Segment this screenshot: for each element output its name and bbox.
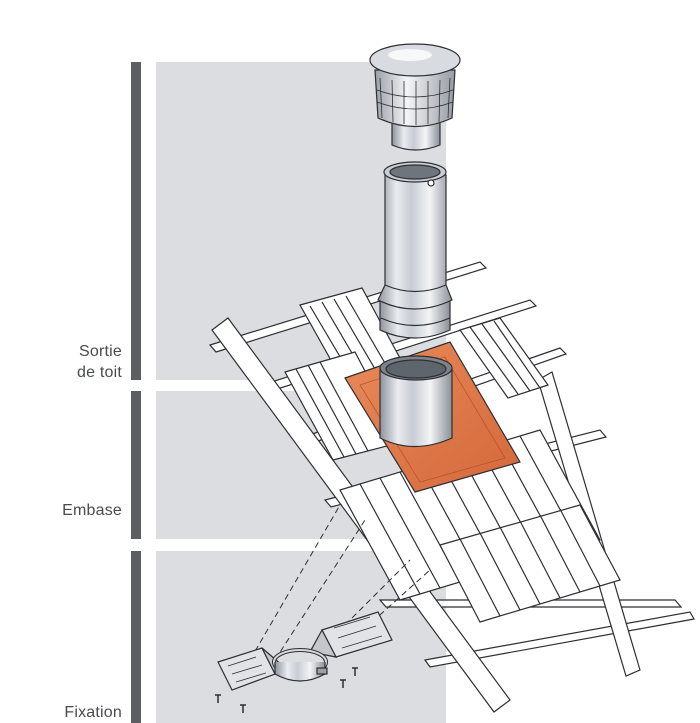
label-fixing: Fixation (64, 704, 122, 721)
label-roof-exit: Sortie de toit (0, 341, 122, 383)
chimney-pipe (377, 161, 453, 339)
rain-cap (369, 43, 461, 151)
label-roof-exit-line1: Sortie (79, 343, 122, 360)
assembly-guide-lines (249, 504, 431, 661)
label-base: Embase (62, 502, 122, 519)
section-bar-base (131, 391, 141, 539)
fixing-bracket (215, 611, 393, 713)
label-roof-exit-line2: de toit (77, 364, 122, 381)
section-bar-fixing (131, 551, 141, 723)
roof-tiles-upper-right (459, 317, 549, 399)
embase-collar (379, 355, 453, 447)
section-bar-roof-exit (131, 62, 141, 380)
